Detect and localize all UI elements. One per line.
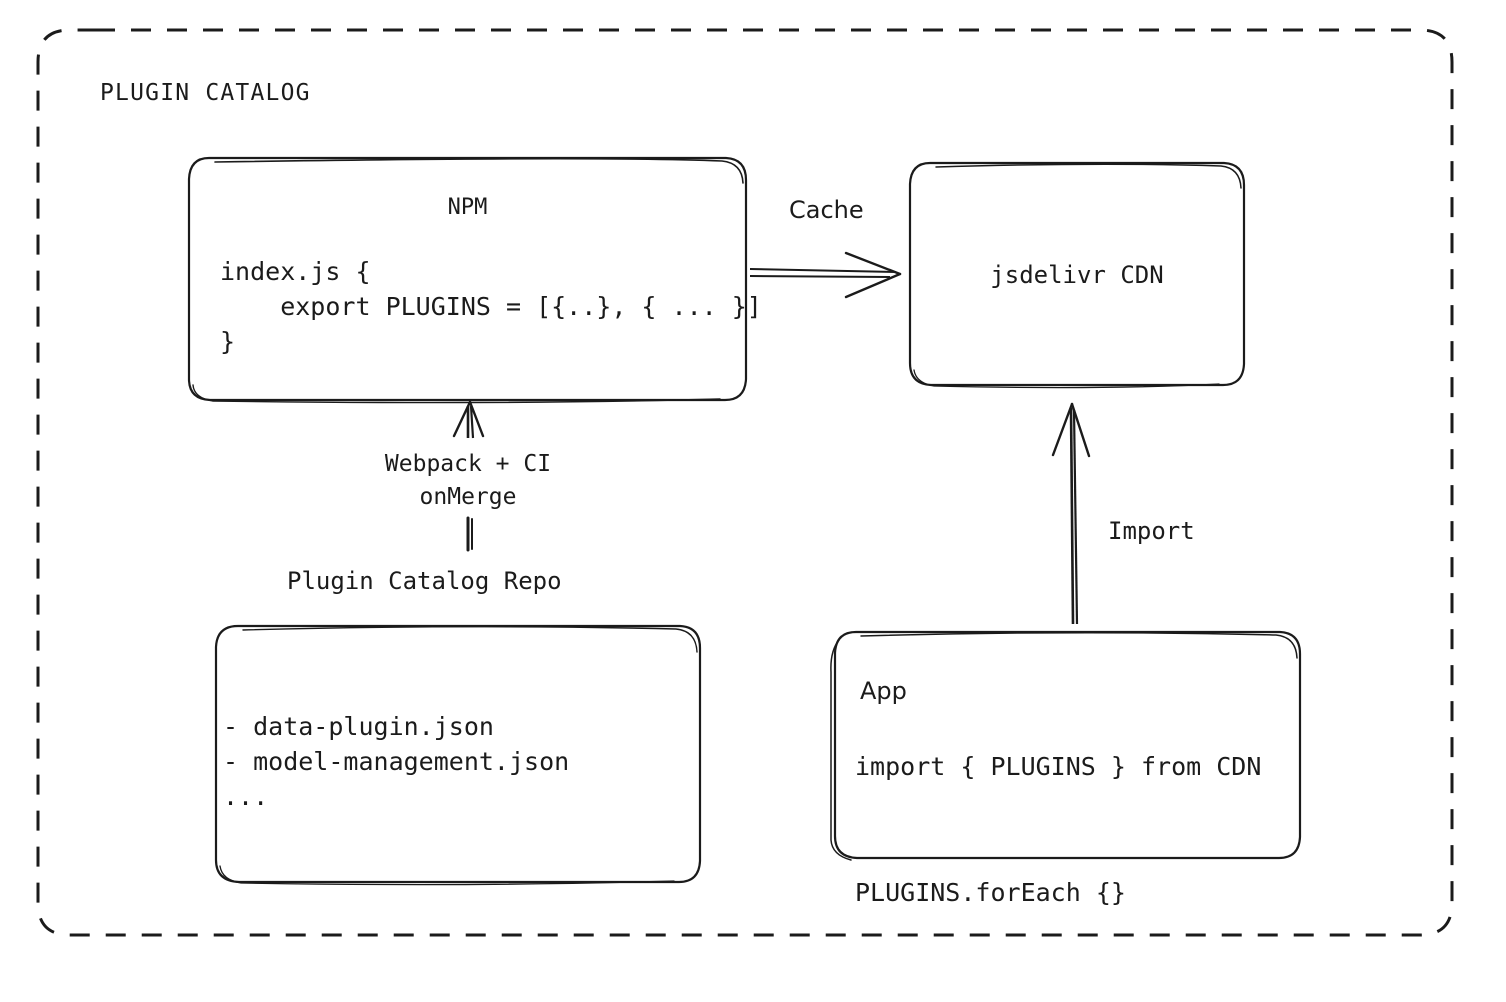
npm-node-code: index.js { export PLUGINS = [{..}, { ...…	[220, 257, 762, 356]
cache-edge-label: Cache	[789, 196, 864, 224]
build-edge-label: Webpack + CI onMerge	[384, 451, 552, 510]
app-node-title: App	[860, 677, 907, 705]
npm-node-title: NPM	[447, 195, 488, 220]
repo-node-label: Plugin Catalog Repo	[287, 567, 562, 595]
plugin-catalog-title: PLUGIN CATALOG	[100, 80, 311, 106]
cdn-node-title: jsdelivr CDN	[990, 261, 1164, 289]
repo-node-code: - data-plugin.json - model-management.js…	[223, 712, 570, 811]
import-edge-label: Import	[1108, 517, 1195, 545]
import-arrow	[1051, 402, 1091, 625]
cache-arrow	[749, 251, 902, 299]
app-node-code: import { PLUGINS } from CDN PLUGINS.forE…	[855, 752, 1262, 907]
